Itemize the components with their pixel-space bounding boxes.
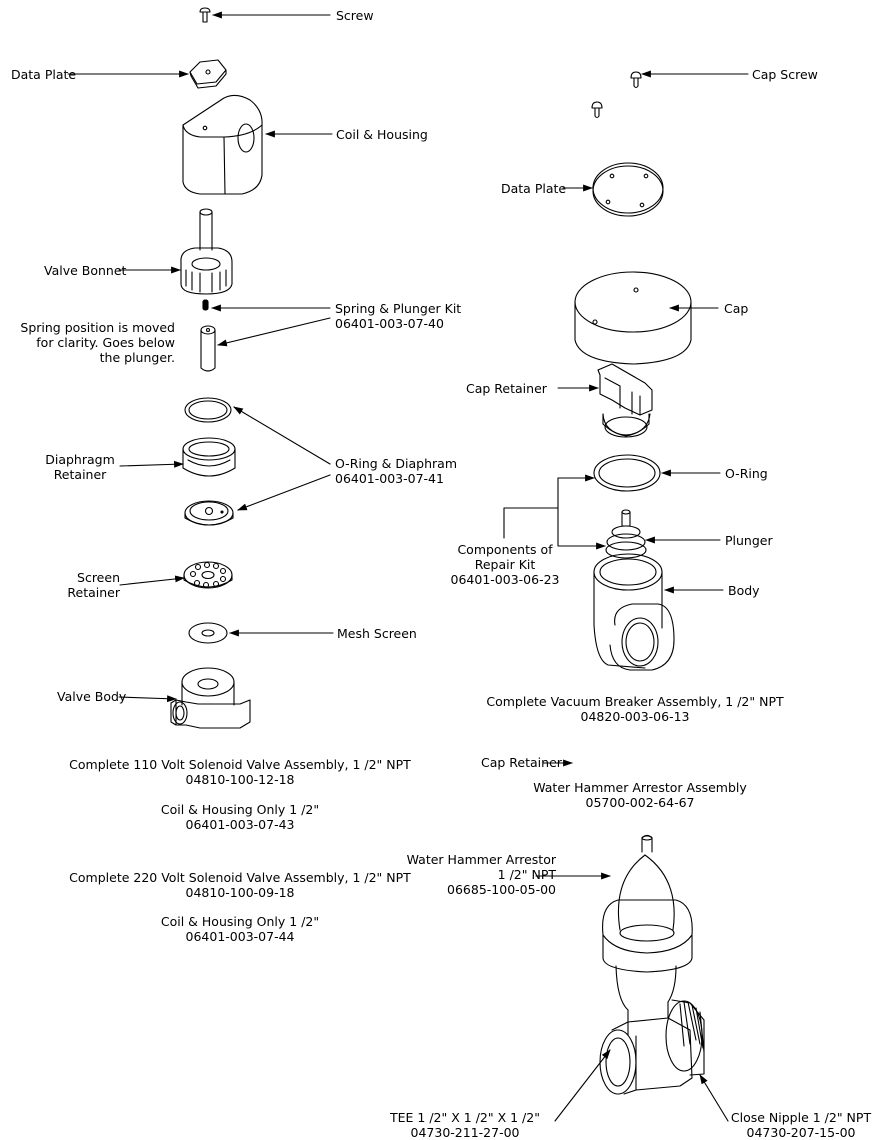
wh-arrestor-part-number: 06685-100-05-00 [447, 882, 556, 897]
wh-arrestor-size: 1 /2" NPT [497, 867, 556, 882]
cap-part [574, 271, 692, 365]
tee-part [599, 1017, 693, 1095]
vb-o-ring-part [593, 454, 661, 492]
label-coil-housing: Coil & Housing [336, 127, 428, 142]
cap-retainer-part [597, 363, 653, 438]
label-cap-screw: Cap Screw [752, 67, 818, 82]
label-cap: Cap [724, 301, 749, 316]
close-nipple-part-number: 04730-207-15-00 [746, 1125, 856, 1140]
label-wh-cap-retainer: Cap Retainer [481, 755, 562, 770]
label-o-ring-diaphram: O-Ring & Diaphram 06401-003-07-41 [335, 456, 457, 486]
round-data-plate-part [592, 162, 664, 217]
label-valve-body: Valve Body [57, 689, 127, 704]
label-coil-only-220: Coil & Housing Only 1 /2" 06401-003-07-4… [140, 914, 340, 944]
o-ring-part [184, 397, 232, 423]
diaphragm-part [184, 500, 234, 526]
label-mesh-screen: Mesh Screen [337, 626, 417, 641]
water-hammer-arrestor-part [602, 834, 693, 1036]
diaphragm-retainer-line-1: Diaphragm [45, 452, 115, 467]
label-water-hammer-assembly: Water Hammer Arrestor Assembly 05700-002… [520, 780, 760, 810]
assy-110-name: Complete 110 Volt Solenoid Valve Assembl… [69, 757, 411, 772]
assy-110-part-number: 04810-100-12-18 [185, 772, 295, 787]
coil-110-name: Coil & Housing Only 1 /2" [160, 802, 320, 817]
valve-body-part [170, 667, 251, 729]
mesh-screen-part [188, 622, 228, 644]
vb-assembly-part-number: 04820-003-06-13 [580, 709, 690, 724]
valve-bonnet-part [180, 208, 233, 295]
screen-retainer-part [183, 561, 233, 589]
label-coil-only-110: Coil & Housing Only 1 /2" 06401-003-07-4… [140, 802, 340, 832]
assy-220-name: Complete 220 Volt Solenoid Valve Assembl… [69, 870, 411, 885]
tee-part-number: 04730-211-27-00 [410, 1125, 520, 1140]
screw-part [199, 7, 211, 23]
label-water-hammer-arrestor: Water Hammer Arrestor 1 /2" NPT 06685-10… [380, 852, 556, 897]
vb-plunger-part [605, 509, 647, 559]
label-plunger: Plunger [725, 533, 773, 548]
label-valve-bonnet: Valve Bonnet [44, 263, 127, 278]
spring-note-line-2: for clarity. Goes below [36, 335, 175, 350]
label-vacuum-breaker-assembly: Complete Vacuum Breaker Assembly, 1 /2" … [470, 694, 800, 724]
coil-220-name: Coil & Housing Only 1 /2" [160, 914, 320, 929]
plunger-part [200, 325, 216, 372]
label-body: Body [728, 583, 760, 598]
spring-kit-name: Spring & Plunger Kit [335, 301, 462, 316]
spring-note-line-1: Spring position is moved [20, 320, 175, 335]
wh-assembly-part-number: 05700-002-64-67 [585, 795, 695, 810]
screen-retainer-line-2: Retainer [67, 585, 120, 600]
diaphragm-retainer-line-2: Retainer [53, 467, 107, 482]
tee-name: TEE 1 /2" X 1 /2" X 1 /2" [390, 1110, 540, 1125]
spring-kit-part-number: 06401-003-07-40 [335, 316, 444, 331]
label-round-data-plate: Data Plate [501, 181, 567, 196]
cap-screw-part [591, 71, 642, 119]
label-o-ring: O-Ring [725, 466, 768, 481]
wh-arrestor-name: Water Hammer Arrestor [406, 852, 556, 867]
spring-part [202, 299, 209, 311]
assy-220-part-number: 04810-100-09-18 [185, 885, 295, 900]
right-leader-lines [503, 70, 749, 594]
label-cap-retainer: Cap Retainer [466, 381, 547, 396]
label-220-volt-assembly: Complete 220 Volt Solenoid Valve Assembl… [60, 870, 420, 900]
vb-assembly-name: Complete Vacuum Breaker Assembly, 1 /2" … [486, 694, 784, 709]
label-tee: TEE 1 /2" X 1 /2" X 1 /2" 04730-211-27-0… [370, 1110, 560, 1140]
repair-kit-part-number: 06401-003-06-23 [450, 572, 560, 587]
left-leader-lines [67, 11, 334, 703]
o-ring-diaphram-part-number: 06401-003-07-41 [335, 471, 444, 486]
screen-retainer-line-1: Screen [77, 570, 120, 585]
repair-kit-line-2: Repair Kit [474, 557, 536, 572]
label-data-plate: Data Plate [11, 67, 77, 82]
data-plate-part [189, 59, 227, 89]
spring-note-line-3: the plunger. [99, 350, 175, 365]
label-repair-kit: Components of Repair Kit 06401-003-06-23 [440, 542, 570, 587]
diaphragm-retainer-part [182, 437, 236, 477]
water-hammer-leaders [535, 872, 729, 1122]
coil-housing-part [182, 94, 263, 195]
label-screen-retainer: Screen Retainer [40, 570, 120, 600]
close-nipple-name: Close Nipple 1 /2" NPT [730, 1110, 872, 1125]
wh-assembly-name: Water Hammer Arrestor Assembly [533, 780, 747, 795]
label-spring-plunger-kit: Spring & Plunger Kit 06401-003-07-40 [335, 301, 461, 331]
vb-body-part [593, 553, 675, 671]
label-close-nipple: Close Nipple 1 /2" NPT 04730-207-15-00 [728, 1110, 874, 1140]
repair-kit-line-1: Components of [457, 542, 553, 557]
label-spring-note: Spring position is moved for clarity. Go… [20, 320, 175, 365]
o-ring-diaphram-name: O-Ring & Diaphram [335, 456, 457, 471]
label-screw: Screw [336, 8, 374, 23]
coil-220-part-number: 06401-003-07-44 [185, 929, 295, 944]
coil-110-part-number: 06401-003-07-43 [185, 817, 295, 832]
label-110-volt-assembly: Complete 110 Volt Solenoid Valve Assembl… [60, 757, 420, 787]
label-diaphragm-retainer: Diaphragm Retainer [40, 452, 120, 482]
close-nipple-part [665, 999, 705, 1076]
